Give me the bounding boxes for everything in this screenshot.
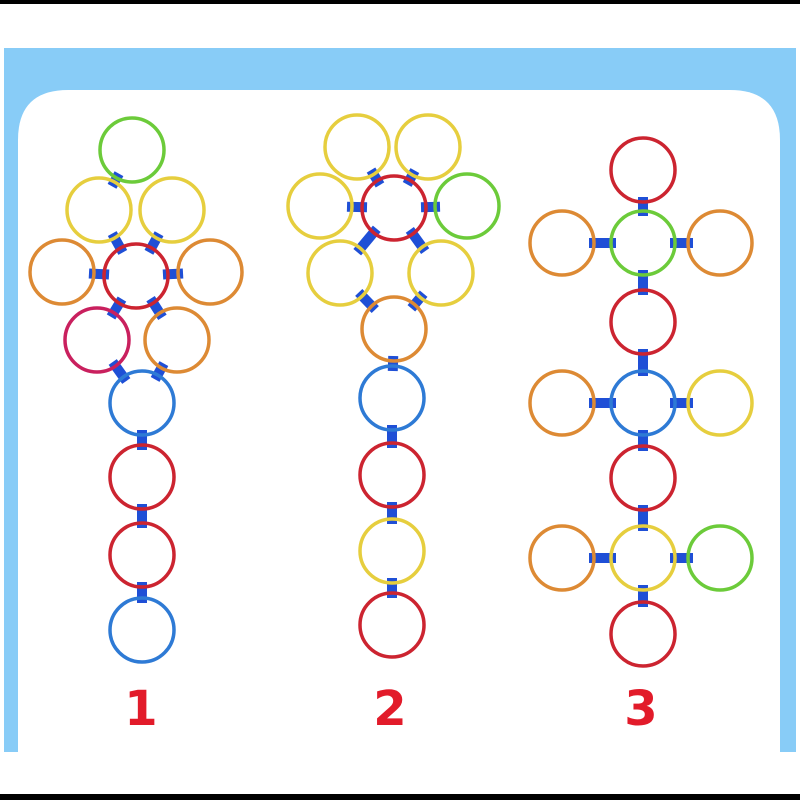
layout-1-connector-9 <box>150 361 169 382</box>
layout-2-ring-3-yellow <box>286 172 354 240</box>
layout-1-ring-8-orange <box>143 306 211 374</box>
layout-2-ring-1-yellow <box>323 113 391 181</box>
layout-3-ring-11-yellow <box>609 524 677 592</box>
layout-1-ring-12-blue <box>108 596 176 664</box>
layout-1-ring-5-red <box>102 242 170 310</box>
layout-2-ring-2-yellow <box>394 113 462 181</box>
top-border-bar <box>0 0 800 4</box>
layout-2-connector-2 <box>402 168 420 187</box>
layout-2-ring-7-yellow <box>407 239 475 307</box>
layout-3-ring-6-orange <box>528 369 596 437</box>
layout-3-ring-2-orange <box>528 209 596 277</box>
layout-2-connector-1 <box>366 167 385 188</box>
layout-3-ring-1-red <box>609 136 677 204</box>
layout-2-ring-11-yellow <box>358 517 426 585</box>
layout-3-ring-4-orange <box>686 209 754 277</box>
layout-1-ring-3-yellow <box>138 176 206 244</box>
layout-1-connector-1 <box>107 171 124 189</box>
layout-2-connector-4 <box>420 201 441 213</box>
layout-2-connector-9 <box>387 355 399 372</box>
layout-1-ring-7-pink <box>63 306 131 374</box>
layout-1-ring-9-blue <box>108 369 176 437</box>
layout-1-connector-10 <box>137 430 147 450</box>
layout-3-ring-8-yellow <box>686 369 754 437</box>
layout-2-connector-8 <box>407 290 428 312</box>
layout-label-2: 2 <box>373 681 406 737</box>
layout-3-connector-11 <box>670 553 693 563</box>
layout-2-ring-12-red <box>358 591 426 659</box>
layout-2-ring-6-yellow <box>306 239 374 307</box>
layout-1-ring-6-orange <box>176 238 244 306</box>
layout-1-ring-4-orange <box>28 238 96 306</box>
layout-3-ring-3-green <box>609 209 677 277</box>
layout-1-connector-3 <box>144 231 164 255</box>
layout-3-connector-5 <box>638 349 648 376</box>
white-panel <box>18 90 780 752</box>
layout-1-connector-2 <box>107 231 128 255</box>
layout-1-ring-1-green <box>98 116 166 184</box>
layout-1-connector-7 <box>146 296 167 320</box>
layout-2-ring-10-red <box>358 441 426 509</box>
layout-2-ring-5-green <box>433 172 501 240</box>
layout-3-connector-1 <box>638 197 648 216</box>
layout-3-ring-9-red <box>609 444 677 512</box>
layout-3-connector-7 <box>670 398 693 408</box>
rings-layer <box>28 113 754 668</box>
layout-2-ring-9-blue <box>358 364 426 432</box>
layout-3-ring-10-orange <box>528 524 596 592</box>
layout-3-connector-3 <box>670 238 693 248</box>
layout-3-ring-7-blue <box>609 369 677 437</box>
bottom-border-bar <box>0 794 800 800</box>
layout-3-ring-12-green <box>686 524 754 592</box>
layout-1-ring-2-yellow <box>65 176 133 244</box>
layout-1-connector-6 <box>106 296 127 320</box>
layout-2-connector-12 <box>387 578 397 598</box>
layout-label-3: 3 <box>624 681 657 737</box>
layout-1-ring-10-red <box>108 443 176 511</box>
layout-3-ring-13-red <box>609 600 677 668</box>
layout-3-ring-5-red <box>609 288 677 356</box>
layout-3-connector-10 <box>589 553 616 563</box>
layout-label-1: 1 <box>124 681 157 737</box>
layout-3-connector-2 <box>589 238 616 248</box>
layout-3-connector-6 <box>589 398 616 408</box>
layout-1-ring-11-red <box>108 521 176 589</box>
layout-2-ring-8-orange <box>360 295 428 363</box>
layout-2-ring-4-red <box>360 174 428 242</box>
